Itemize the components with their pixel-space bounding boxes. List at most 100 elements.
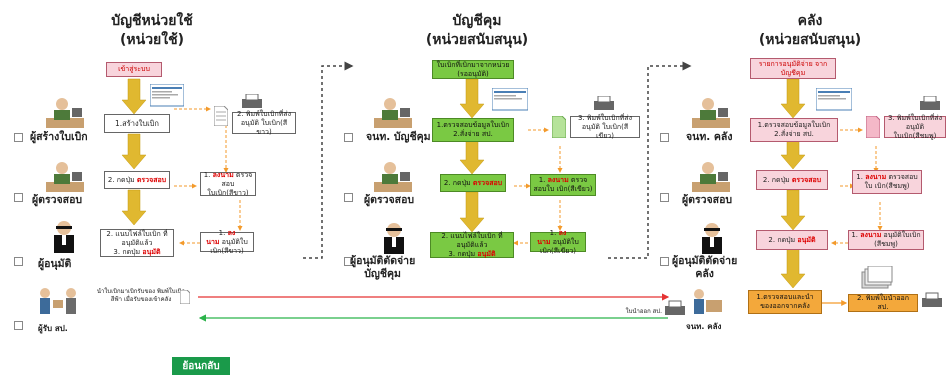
print-green-box[interactable]: 3. พิมพ์ใบเบิกที่ส่งอนุมัติ ใบเบิก(สีเขี… xyxy=(570,114,640,140)
flow-arrow-col1-2 xyxy=(121,133,147,170)
checkbox-receiver[interactable] xyxy=(14,321,23,330)
col2-approve-sign-rest: อนุมัติใบ เบิก(สีเขียว) xyxy=(539,237,579,255)
create-request-box[interactable]: 1.สร้างใบเบิก xyxy=(104,114,170,133)
approved-list-box[interactable]: รายการอนุมัติจ่าย จากบัญชีคุม xyxy=(750,58,836,79)
col2-check-step-box[interactable]: 2. กดปุ่ม ตรวจสอบ xyxy=(440,174,506,192)
sign-check-prefix: 1. xyxy=(203,170,211,179)
col3-approve-action: อนุมัติ xyxy=(797,235,816,244)
col1-title-sub: (หน่วยใช้) xyxy=(120,32,184,48)
back-button[interactable]: ย้อนกลับ xyxy=(172,357,230,375)
boss-icon xyxy=(384,223,404,254)
print-pink-label: 3. พิมพ์ใบเบิกที่ส่งอนุมัติ ใบเบิก(สีชมพ… xyxy=(888,113,942,140)
flow-arrow-col1-1 xyxy=(121,78,147,115)
col3-title: คลัง (หน่วยสนับสนุน) xyxy=(745,12,875,50)
handover-icon xyxy=(40,288,76,314)
col3-flow-arrows xyxy=(780,78,806,289)
checkbox-checker[interactable] xyxy=(14,193,23,202)
col2-approve-step-box[interactable]: 2. แนบไฟล์ใบเบิก ที่อนุมัติแล้ว 3. กดปุ่… xyxy=(430,232,514,258)
col3-approve-step-box[interactable]: 2. กดปุ่ม อนุมัติ xyxy=(756,230,828,250)
release-note: ใบนำออก สป. xyxy=(625,308,662,315)
col3-verify-box[interactable]: 1.ตรวจสอบข้อมูลใบเบิก 2.สั่งจ่าย สป. xyxy=(750,118,838,142)
screen-thumbnail-icon xyxy=(816,88,852,111)
checkbox-ledger-checker[interactable] xyxy=(344,193,353,202)
flow-arrow-col2-2 xyxy=(459,136,485,175)
printer-icon xyxy=(665,300,685,315)
verify-request-box[interactable]: 1.ตรวจสอบข้อมูลใบเบิก 2.สั่งจ่าย สป. xyxy=(432,118,514,142)
col3-verify-line2: 2.สั่งจ่าย สป. xyxy=(774,130,814,138)
dispatch-label: 1.ตรวจสอบและนำ ของออกจากคลัง xyxy=(756,293,814,310)
sign-check-pink-box[interactable]: 1. ลงนาม ตรวจสอบใบ เบิก(สีชมพู) xyxy=(852,170,922,194)
col2-sign-prefix: 1. xyxy=(538,176,546,184)
sign-approve-green-box[interactable]: 1. ลงนาม อนุมัติใบ เบิก(สีเขียว) xyxy=(530,228,586,255)
sign-check-white-box[interactable]: 1. ลงนาม ตรวจสอบ ใบเบิก(สีขาว) xyxy=(200,170,256,197)
check-step-box[interactable]: 2. กดปุ่ม ตรวจสอบ xyxy=(104,171,170,189)
col3-check-prefix: 2. กดปุ่ม xyxy=(762,175,790,184)
screen-thumbnail-icon xyxy=(150,84,184,107)
print-pink-box[interactable]: 3. พิมพ์ใบเบิกที่ส่งอนุมัติ ใบเบิก(สีชมพ… xyxy=(884,113,946,140)
print-white-box[interactable]: 2. พิมพ์ใบเบิกที่ส่งอนุมัติ ใบเบิก(สีขาว… xyxy=(232,109,296,136)
role-ledger-approver: ผู้อนุมัติตัดจ่าย บัญชีคุม xyxy=(350,255,415,281)
col1-title: บัญชีหน่วยใช้ (หน่วยใช้) xyxy=(92,12,212,50)
printer-icon xyxy=(242,94,262,108)
back-button-label: ย้อนกลับ xyxy=(182,360,220,372)
role-creator: ผู้สร้างใบเบิก xyxy=(30,131,88,143)
incoming-request-box[interactable]: ใบเบิกที่เบิกมาจากหน่วย (รออนุมัติ) xyxy=(432,60,514,79)
col3-title-sub: (หน่วยสนับสนุน) xyxy=(758,32,862,48)
print-white-label: 2. พิมพ์ใบเบิกที่ส่งอนุมัติ ใบเบิก(สีขาว… xyxy=(237,109,291,136)
login-box[interactable]: เข้าสู่ระบบ xyxy=(106,62,162,77)
approve-step-box[interactable]: 2. แนบไฟล์ใบเบิก ที่อนุมัติแล้ว 3. กดปุ่… xyxy=(100,229,174,257)
flow-arrow-col2-1 xyxy=(459,78,485,119)
col2-approve-action: อนุมัติ xyxy=(477,249,496,258)
dispatch-box[interactable]: 1.ตรวจสอบและนำ ของออกจากคลัง xyxy=(748,290,822,314)
col2-approve-line1: 2. แนบไฟล์ใบเบิก ที่อนุมัติแล้ว xyxy=(441,231,503,249)
verify-line1: 1.ตรวจสอบข้อมูลใบเบิก xyxy=(436,121,510,129)
role-warehouse-approver-l1: ผู้อนุมัติตัดจ่าย xyxy=(672,255,738,267)
sign-approve-rest: อนุมัติใบ เบิก(สีขาว) xyxy=(210,237,248,255)
col2-sign-action: ลงนาม xyxy=(547,176,569,184)
person-desk-icon xyxy=(692,162,730,192)
verify-line2: 2.สั่งจ่าย สป. xyxy=(453,130,493,138)
sign-approve-white-box[interactable]: 1. ลงนาม อนุมัติใบ เบิก(สีขาว) xyxy=(200,229,254,255)
check-step-action: ตรวจสอบ xyxy=(136,175,167,184)
col2-approve-sign-action: ลงนาม xyxy=(537,228,567,246)
print-out-box[interactable]: 2. พิมพ์ใบนำออก สป. xyxy=(848,294,918,312)
printer-icon xyxy=(594,96,614,110)
checkbox-ledger-approver[interactable] xyxy=(344,257,353,266)
col3-sign-action: ลงนาม xyxy=(865,173,887,181)
person-desk-icon xyxy=(46,98,84,128)
sign-check-rest: ตรวจสอบ xyxy=(221,170,253,188)
col3-verify-line1: 1.ตรวจสอบข้อมูลใบเบิก xyxy=(757,121,831,129)
person-desk-icon xyxy=(46,162,84,192)
checkbox-warehouse-officer[interactable] xyxy=(660,133,669,142)
col2-title-main: บัญชีคุม xyxy=(452,13,502,29)
warehouse-worker-icon xyxy=(694,289,722,314)
role-ledger-officer: จนท. บัญชีคุม xyxy=(366,131,431,143)
col1-title-main: บัญชีหน่วยใช้ xyxy=(111,13,193,29)
col2-title: บัญชีคุม (หน่วยสนับสนุน) xyxy=(412,12,542,50)
flow-arrow-col1-3 xyxy=(121,189,147,226)
col3-check-step-box[interactable]: 2. กดปุ่ม ตรวจสอบ xyxy=(756,170,828,190)
col2-flow-arrows xyxy=(459,78,485,233)
transition-col2-to-col3 xyxy=(608,61,692,259)
col2-sign-rest: ตรวจสอบใบ เบิก(สีเขียว) xyxy=(533,176,593,193)
role-ledger-approver-l1: ผู้อนุมัติตัดจ่าย xyxy=(350,255,416,267)
flow-arrow-col3-3 xyxy=(780,189,806,231)
col3-approve-sign-rest: อนุมัติใบเบิก (สีชมพู) xyxy=(874,231,921,248)
role-warehouse-approver: ผู้อนุมัติตัดจ่าย คลัง xyxy=(672,255,737,281)
document-stack-icon xyxy=(861,266,893,289)
role-ledger-approver-l2: บัญชีคุม xyxy=(364,268,401,280)
sign-check-green-box[interactable]: 1. ลงนาม ตรวจสอบใบ เบิก(สีเขียว) xyxy=(530,174,596,196)
checkbox-ledger-officer[interactable] xyxy=(344,133,353,142)
screen-thumbnail-icon xyxy=(492,88,528,111)
checkbox-warehouse-checker[interactable] xyxy=(660,193,669,202)
document-icon xyxy=(180,290,190,304)
checkbox-approver[interactable] xyxy=(14,257,23,266)
checkbox-creator[interactable] xyxy=(14,133,23,142)
col3-check-action: ตรวจสอบ xyxy=(791,175,822,184)
sign-approve-pink-box[interactable]: 1. ลงนาม อนุมัติใบเบิก (สีชมพู) xyxy=(848,230,924,250)
sign-check-action: ลงนาม xyxy=(212,170,234,179)
col2-check-prefix: 2. กดปุ่ม xyxy=(443,178,471,187)
boss-icon xyxy=(702,223,722,254)
checkbox-warehouse-approver[interactable] xyxy=(660,257,669,266)
flow-arrow-col3-1 xyxy=(780,78,806,119)
